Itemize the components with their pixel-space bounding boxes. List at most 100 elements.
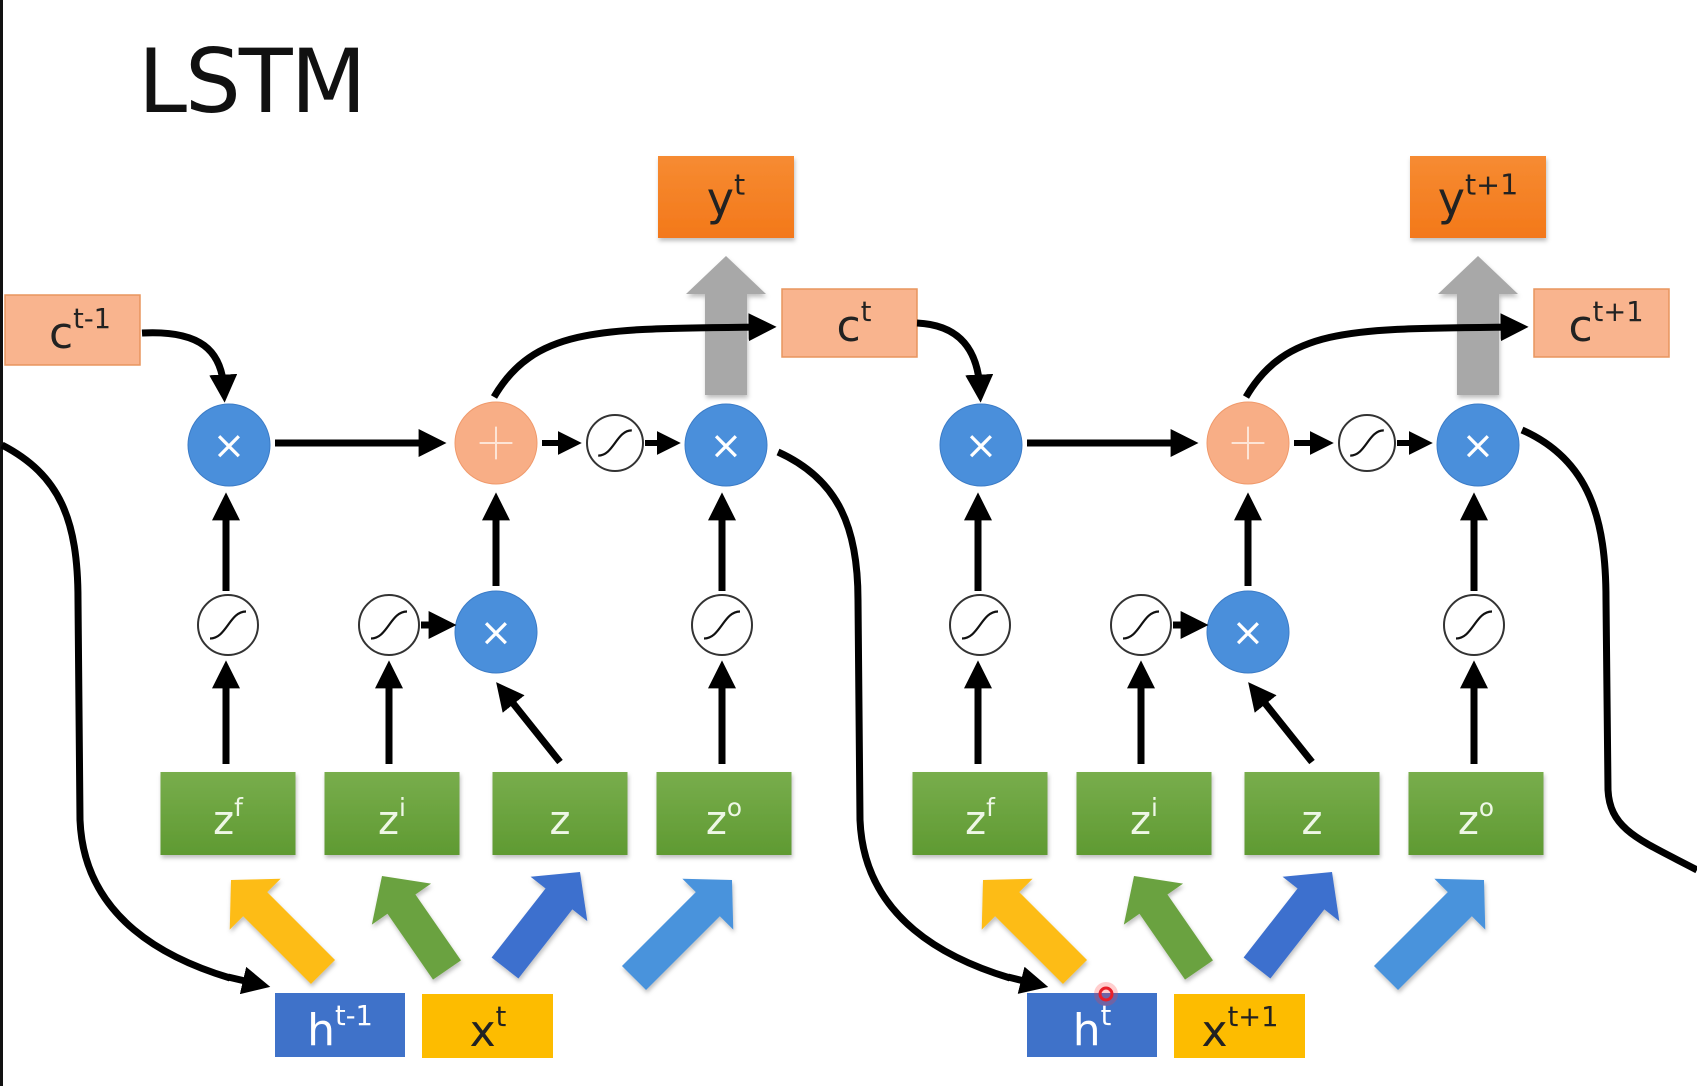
output-y-label: yt+1 [1438,168,1518,226]
gate-label: zf [965,793,996,844]
gate-label: zo [706,793,742,844]
output-y-box: yt [658,156,794,238]
gate-box-rect [1408,772,1544,855]
plus-icon [1231,426,1265,460]
plus-icon [479,426,513,460]
gate-label-base: z [378,798,399,844]
input-x-label: xt [470,1002,507,1057]
output-gate-sigmoid [691,594,753,656]
output-y-label-superscript: t [734,168,745,201]
gate-label-base: z [1130,798,1151,844]
cursor-glow [1094,982,1118,1006]
gate-box-candidate: z [1244,772,1380,855]
hidden-state-rect [275,993,405,1057]
gate-label: zi [378,793,406,844]
output-y-label-base: y [707,172,734,226]
input-x-rect [422,994,553,1058]
recurrent-h-curve-cell1 [776,448,1012,982]
input-x-label-base: x [470,1006,496,1057]
gate-label-base: z [706,798,727,844]
cell-state-next-label: ct+1 [1568,297,1643,352]
cell-state-next-rect [781,288,918,358]
input-gate-sigmoid [1110,594,1172,656]
cell-state-prev-label-superscript: t-1 [73,304,111,335]
input-arrow-input [1123,876,1213,980]
gate-box-output: zo [656,772,792,855]
multiply-icon: × [965,424,998,469]
multiply-icon: × [480,611,513,656]
output-multiply-node-circle [684,403,768,487]
hidden-state-label-base: h [1073,1005,1101,1056]
gate-label-superscript: f [986,793,996,822]
arrow-into-hidden-state-prev [227,966,271,995]
hidden-state-rect [1027,993,1157,1057]
output-y-rect [1410,156,1546,238]
gate-box-rect [912,772,1048,855]
forget-gate-sigmoid [949,594,1011,656]
gate-box-input: zi [1076,772,1212,855]
add-node [454,401,538,485]
gate-box-forget: zf [912,772,1048,855]
input-x-box: xt [422,994,553,1058]
sigmoid-icon [703,610,741,640]
multiply-icon: × [710,424,743,469]
hidden-state-label-base: h [307,1005,335,1056]
cell-state-next-label-base: c [1568,301,1592,352]
forget-multiply-node: × [187,403,271,487]
input-multiply-node: × [1206,590,1290,674]
gate-label: zo [1458,793,1494,844]
gate-box-rect [324,772,460,855]
input-x-label-superscript: t+1 [1228,1002,1279,1033]
gate-box-output: zo [1408,772,1544,855]
cell-state-prev-label: ct-1 [49,304,111,359]
cursor-dot [1098,986,1114,1002]
output-multiply-node: × [1436,403,1520,487]
add-node [1206,401,1290,485]
cell-state-next-label-superscript: t [861,297,872,328]
input-arrow-output [1373,878,1486,991]
output-gate-sigmoid [1443,594,1505,656]
input-arrow-output [621,878,734,991]
gate-box-rect [1244,772,1380,855]
forget-multiply-node-circle [939,403,1023,487]
recurrent-h-curve-outgoing [1520,426,1697,874]
gate-label-base: z [550,798,571,844]
hidden-state-box: ht [1027,993,1157,1057]
gate-label: zi [1130,793,1158,844]
input-arrow-cell [491,872,588,979]
cell-state-prev-label-base: c [49,308,73,359]
gate-label-superscript: i [399,793,406,822]
input-arrow-input [371,876,461,980]
cell-state-next-label: ct [837,297,872,352]
gate-box-rect [1076,772,1212,855]
sigmoid-icon [370,610,408,640]
tanh-node [586,414,644,472]
input-arrow-cell [1243,872,1340,979]
input-multiply-node: × [454,590,538,674]
gate-label-base: z [965,798,986,844]
hidden-state-label: ht-1 [307,1001,373,1056]
gate-label: z [550,798,571,844]
output-multiply-node: × [684,403,768,487]
hidden-state-label-superscript: t [1101,1001,1112,1032]
input-x-label-superscript: t [496,1002,507,1033]
cell-state-next-rect [1533,288,1670,358]
multiply-icon: × [1462,424,1495,469]
cell-state-prev-rect [4,294,141,366]
hidden-state-label: ht [1073,1001,1112,1056]
output-y-rect [658,156,794,238]
input-arrow-forget [229,878,336,985]
gate-box-rect [656,772,792,855]
output-multiply-node-circle [1436,403,1520,487]
sigmoid-icon [1350,429,1384,457]
cell-state-prev-box: ct-1 [4,294,141,366]
arrow-z-to-input-multiply [1248,682,1315,765]
arrow-add-to-cell-state [490,313,777,399]
cursor-indicator [1094,982,1118,1006]
gate-label-base: z [1458,798,1479,844]
multiply-icon: × [1232,611,1265,656]
arrow-z-to-input-multiply [496,682,563,765]
gate-label-superscript: f [234,793,244,822]
